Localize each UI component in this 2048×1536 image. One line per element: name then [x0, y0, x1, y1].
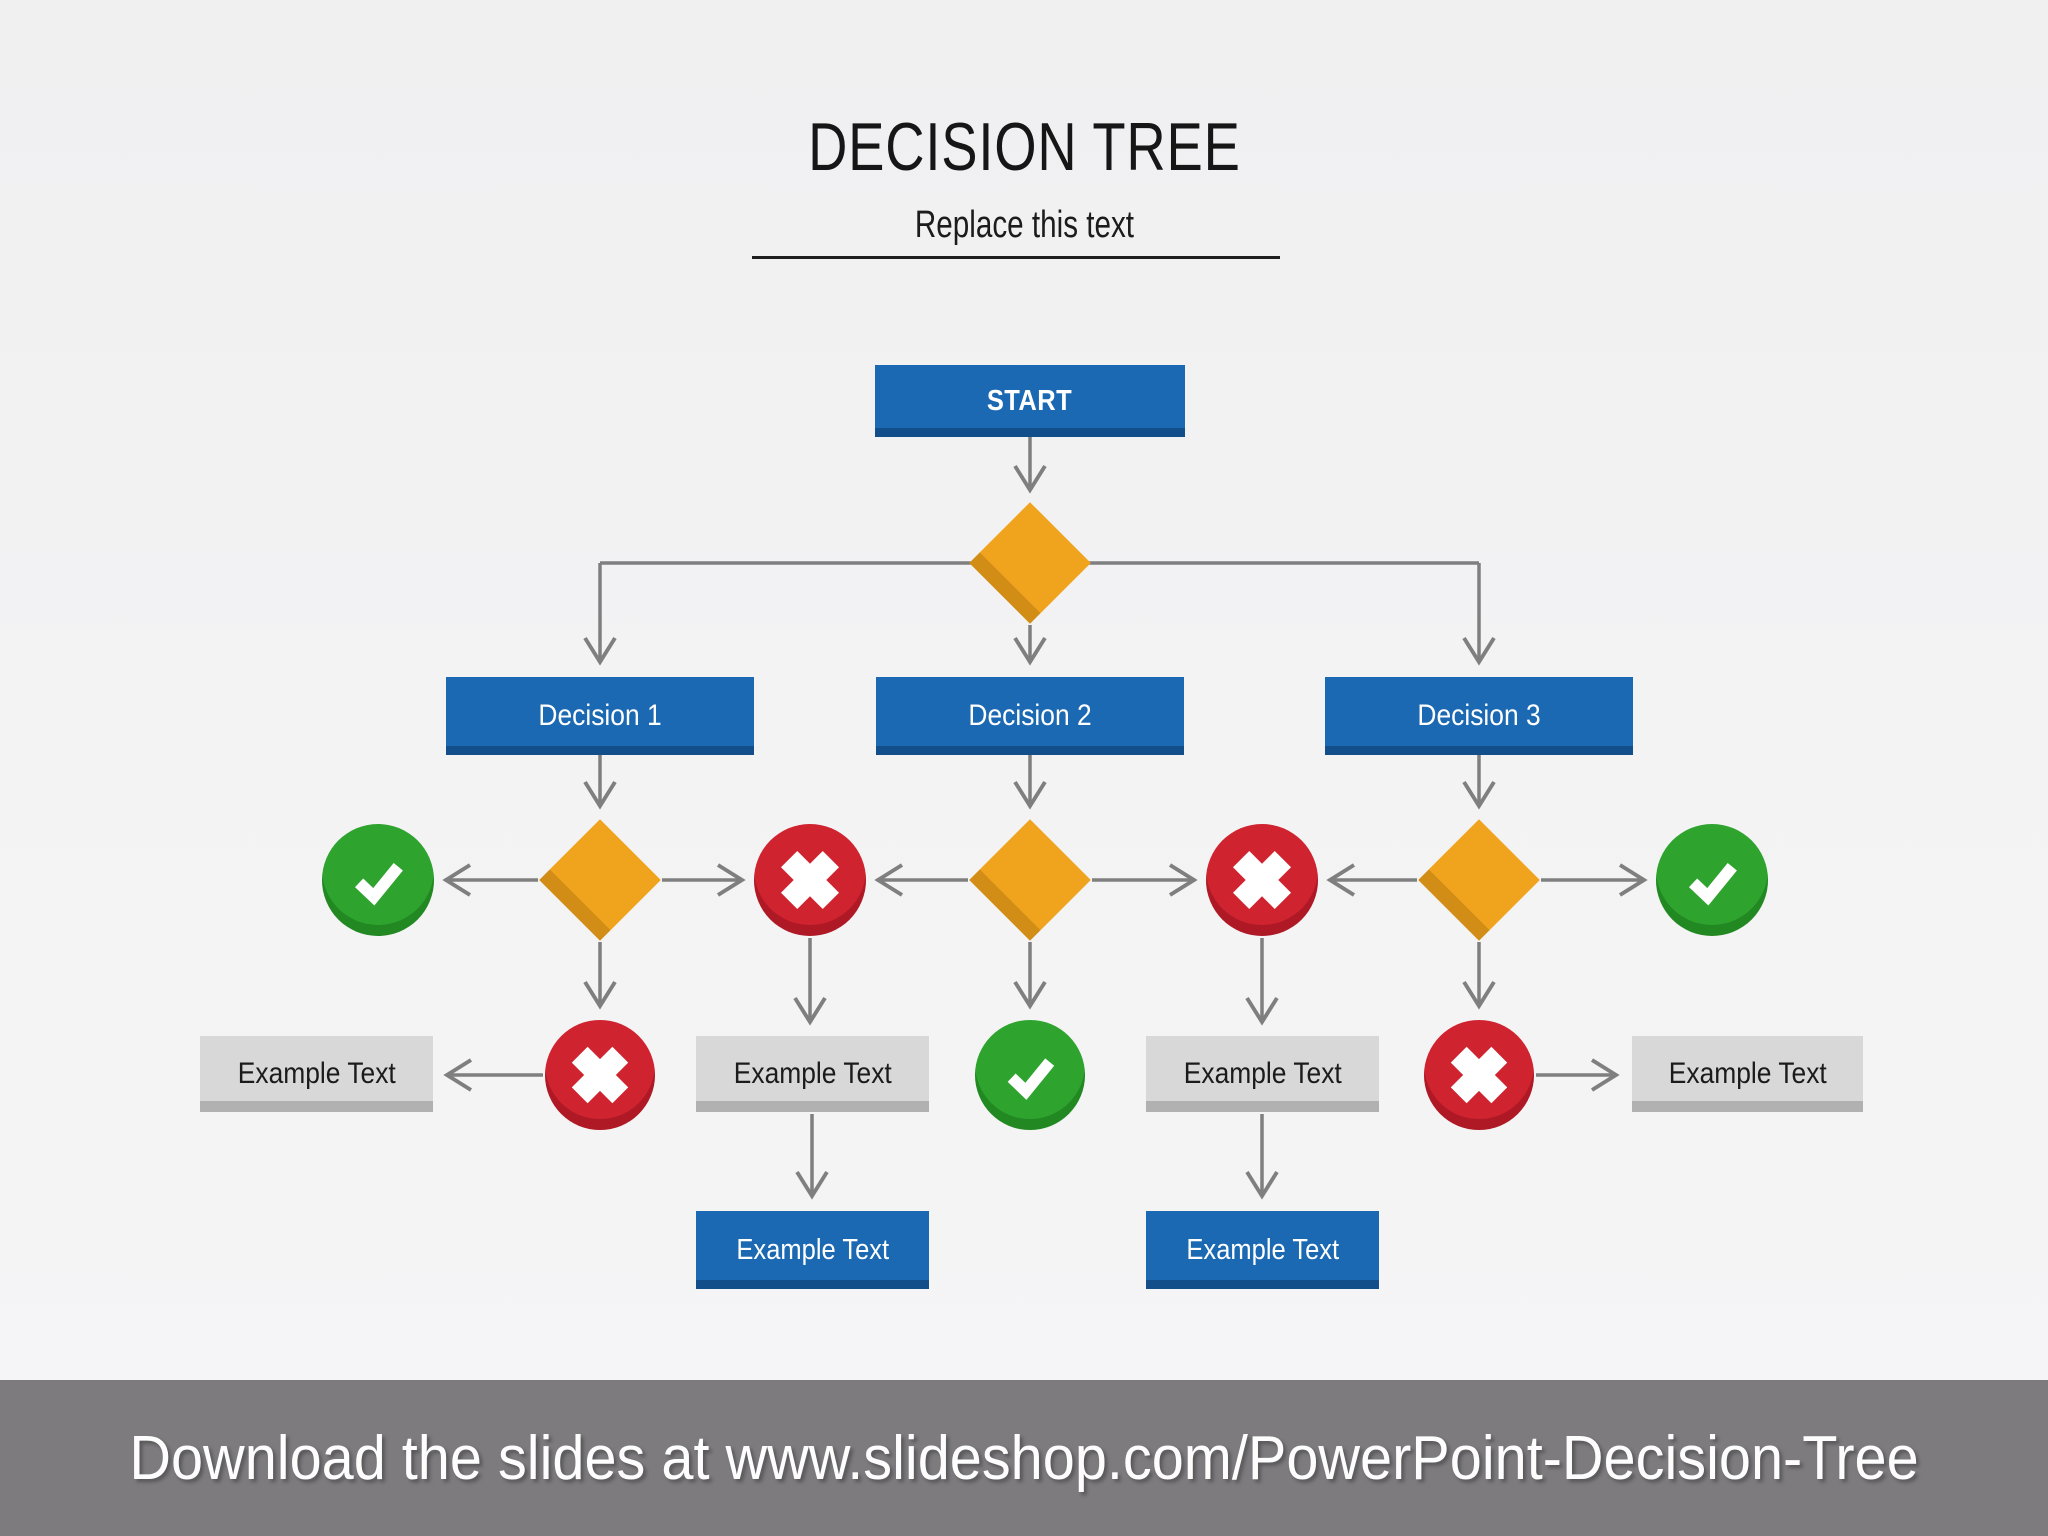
cross-icon	[1232, 850, 1292, 910]
cross-circle-bottom-2[interactable]	[1424, 1020, 1534, 1130]
example-text-box-1[interactable]: Example Text	[200, 1036, 433, 1112]
decision-2-node[interactable]: Decision 2	[876, 677, 1184, 755]
subtitle-text: Replace this text	[914, 204, 1134, 246]
check-icon	[1007, 1058, 1055, 1100]
cross-circle-mid-right[interactable]	[1206, 824, 1318, 936]
start-node[interactable]: START	[875, 365, 1185, 437]
example-text-box-4[interactable]: Example Text	[1632, 1036, 1863, 1112]
cross-circle-mid-left[interactable]	[754, 824, 866, 936]
example-text-blue-box-2[interactable]: Example Text	[1146, 1211, 1379, 1289]
page-title: DECISION TREE	[807, 109, 1241, 185]
check-circle-left[interactable]	[322, 824, 434, 936]
check-icon	[1688, 862, 1737, 906]
check-icon	[354, 862, 403, 906]
check-circle-right[interactable]	[1656, 824, 1768, 936]
cross-icon	[780, 850, 840, 910]
cross-icon	[1450, 1046, 1508, 1104]
decision-1-node[interactable]: Decision 1	[446, 677, 754, 755]
footer-text: Download the slides at www.slideshop.com…	[129, 1423, 1919, 1493]
footer-bar: Download the slides at www.slideshop.com…	[0, 1380, 2048, 1536]
cross-circle-bottom-1[interactable]	[545, 1020, 655, 1130]
example-text-blue-box-1[interactable]: Example Text	[696, 1211, 929, 1289]
subtitle-underline	[752, 256, 1280, 259]
cross-icon	[571, 1046, 629, 1104]
decision-3-node[interactable]: Decision 3	[1325, 677, 1633, 755]
example-text-box-3[interactable]: Example Text	[1146, 1036, 1379, 1112]
example-text-box-2[interactable]: Example Text	[696, 1036, 929, 1112]
check-circle-bottom[interactable]	[975, 1020, 1085, 1130]
